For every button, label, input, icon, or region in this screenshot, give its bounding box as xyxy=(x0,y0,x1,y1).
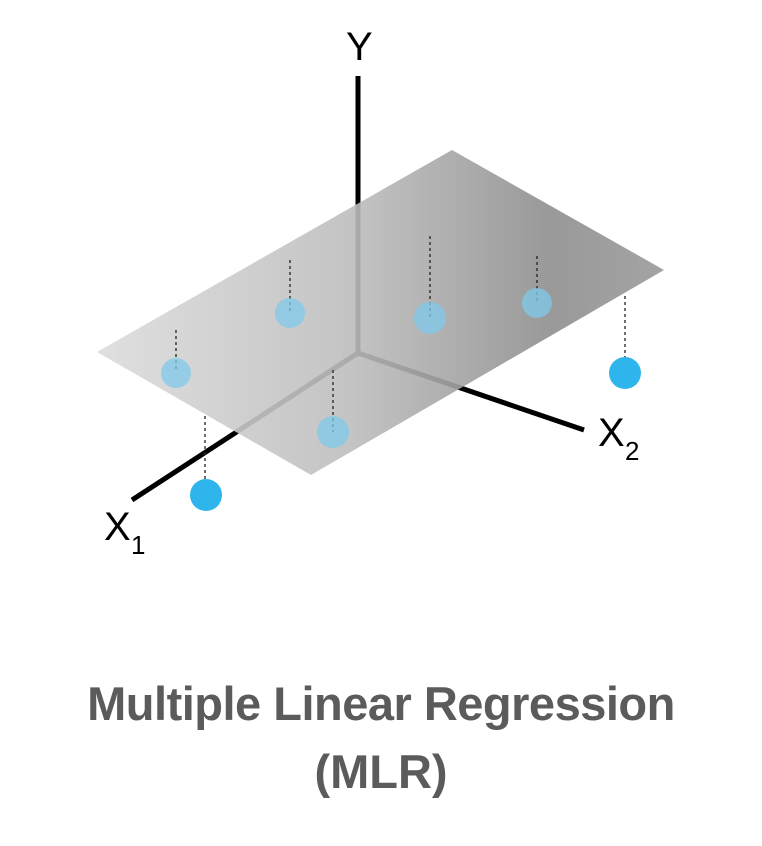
svg-text:1: 1 xyxy=(131,530,145,560)
data-point xyxy=(609,357,641,389)
data-point xyxy=(317,416,349,448)
data-point xyxy=(275,298,305,328)
data-point xyxy=(190,479,222,511)
x1-axis-label: X 1 xyxy=(104,505,145,560)
diagram-subtitle: (MLR) xyxy=(314,745,448,798)
svg-text:2: 2 xyxy=(625,436,639,466)
data-point xyxy=(161,358,191,388)
data-point xyxy=(522,288,552,318)
y-axis-label: Y xyxy=(346,25,373,69)
points-above-plane xyxy=(161,288,552,448)
svg-text:X: X xyxy=(104,505,131,549)
svg-text:X: X xyxy=(598,411,625,455)
regression-plane xyxy=(97,150,664,475)
diagram-title: Multiple Linear Regression xyxy=(87,677,675,730)
points-below-plane xyxy=(190,357,641,511)
data-point xyxy=(414,302,446,334)
x2-axis-label: X 2 xyxy=(598,411,639,466)
